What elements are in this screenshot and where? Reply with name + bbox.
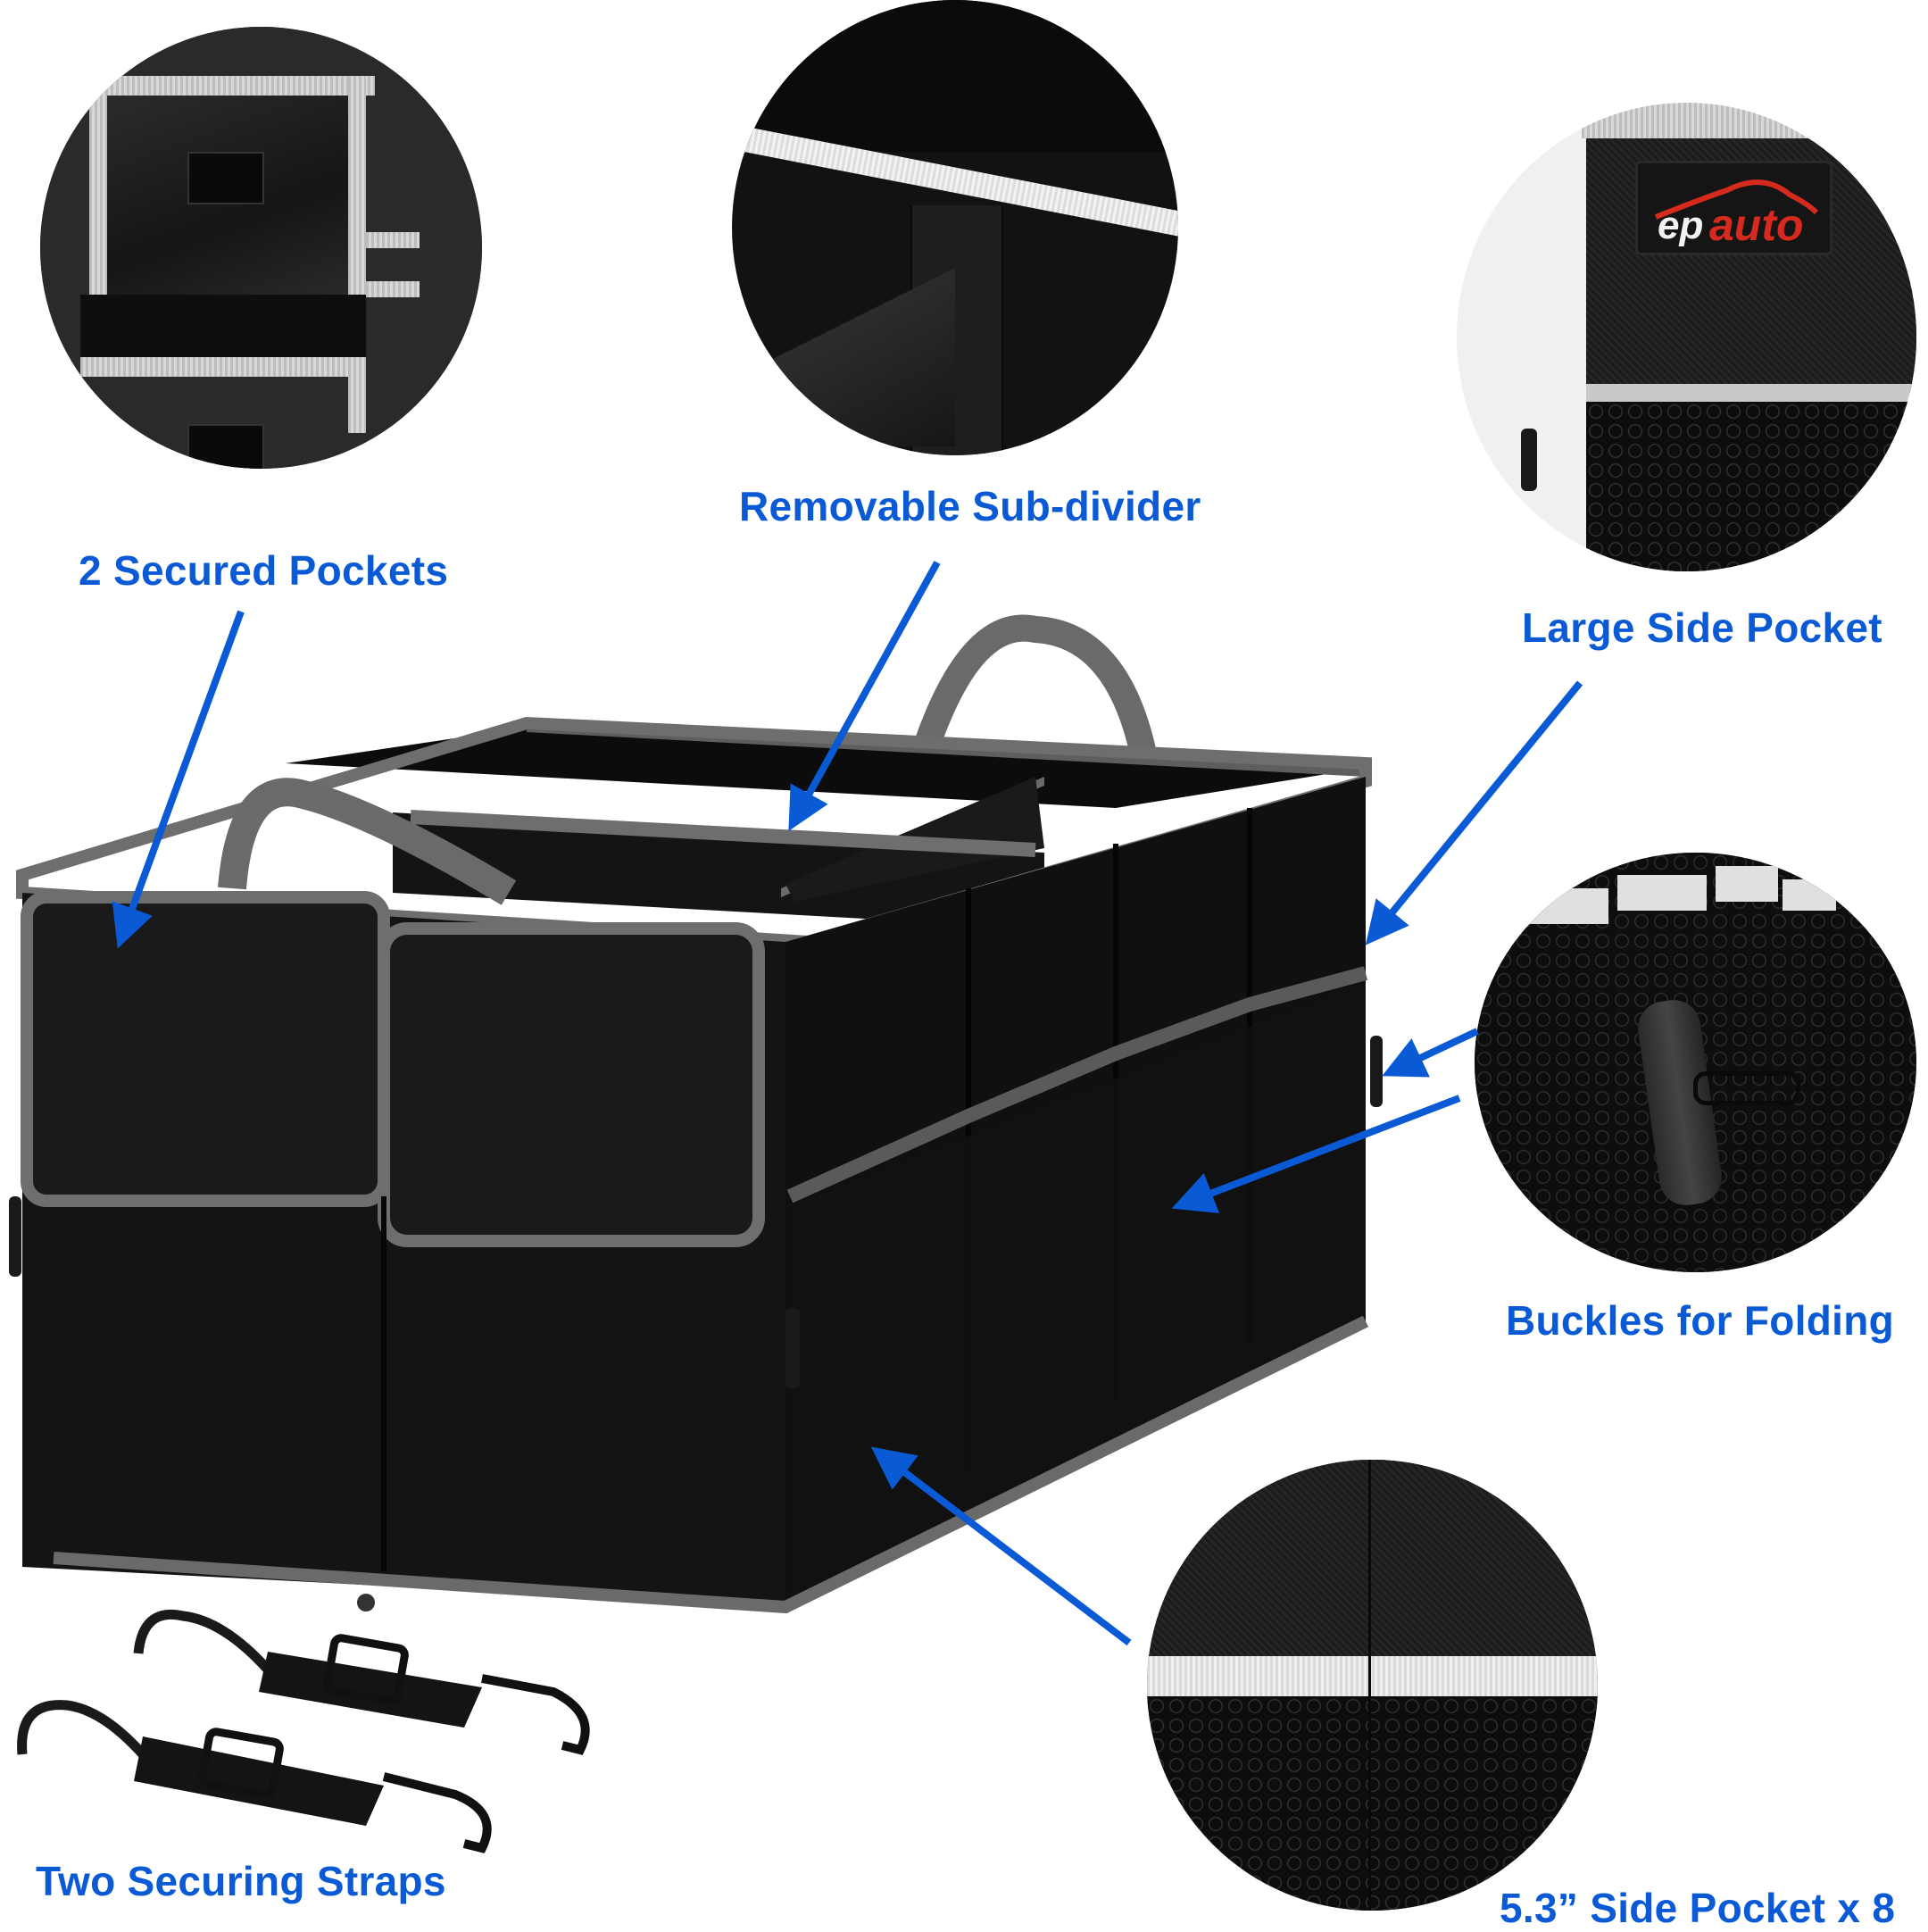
- detail-buckles-image: [1475, 853, 1916, 1272]
- arrow-small-pockets: [870, 1446, 1132, 1646]
- toggle-buckle-icon: [1521, 429, 1537, 491]
- car-silhouette-icon: [1654, 179, 1819, 220]
- detail-side-pocket-image: ep auto: [1457, 103, 1916, 571]
- arrow-secured-pockets: [112, 610, 245, 949]
- label-side-pocket: Large Side Pocket: [1522, 604, 1882, 651]
- detail-small-pockets-image: [1147, 1460, 1598, 1911]
- label-straps: Two Securing Straps: [36, 1858, 446, 1904]
- detail-secured-pockets-image: [40, 27, 482, 469]
- arrow-buckles: [1382, 1028, 1479, 1078]
- label-small-pockets: 5.3” Side Pocket x 8: [1500, 1885, 1896, 1931]
- detail-sub-divider-image: [732, 0, 1178, 455]
- logo-text-ep: ep: [1658, 204, 1704, 247]
- velcro-patch: [187, 152, 264, 204]
- arrow-side-pocket: [1365, 680, 1583, 945]
- label-buckles: Buckles for Folding: [1506, 1297, 1895, 1344]
- arrow-sub-divider: [788, 561, 941, 831]
- logo-text-auto: auto: [1709, 200, 1804, 250]
- label-sub-divider: Removable Sub-divider: [739, 483, 1201, 529]
- label-secured-pockets: 2 Secured Pockets: [79, 547, 449, 594]
- arrow-buckles-2: [1171, 1095, 1461, 1213]
- brand-logo-badge: ep auto: [1635, 161, 1832, 255]
- velcro-patch: [187, 424, 264, 469]
